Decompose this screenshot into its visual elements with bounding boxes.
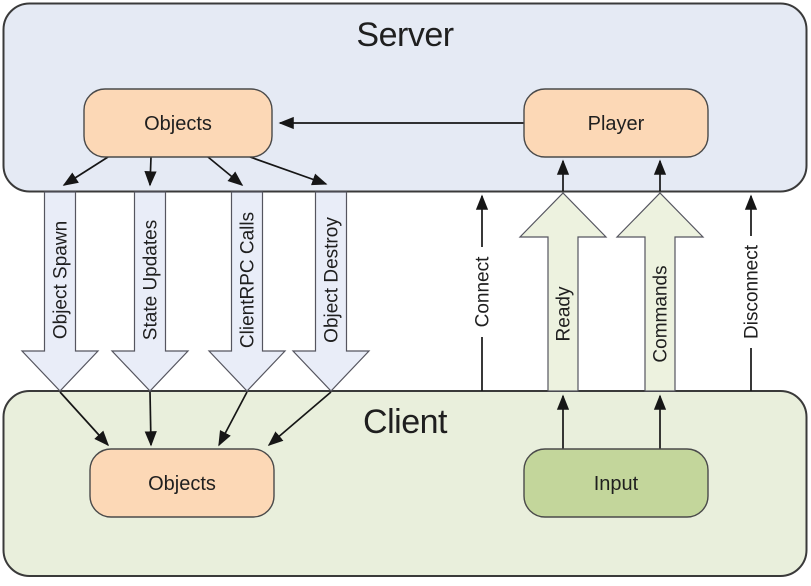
objects-fanout-line-2 — [144, 156, 157, 187]
label-disconnect: Disconnect — [742, 244, 763, 339]
objects-fanout-line-4 — [249, 156, 328, 186]
block-arrow-state-updates — [110, 191, 190, 392]
input-label: Input — [594, 473, 639, 495]
objects-fanout-line-1 — [62, 156, 109, 186]
server-objects-label: Objects — [144, 113, 212, 135]
label-connect: Connect — [473, 256, 494, 327]
objects-converge-line-1 — [59, 391, 110, 447]
label-state-updates: State Updates — [141, 220, 162, 340]
client-zone-title: Client — [363, 403, 448, 441]
objects-converge-line-4 — [267, 391, 332, 446]
label-clientrpc-calls: ClientRPC Calls — [238, 212, 259, 348]
block-arrow-clientrpc-calls — [207, 191, 287, 392]
player-node — [523, 88, 709, 158]
objects-fanout-line-3 — [207, 156, 244, 186]
disconnect-label-bg — [740, 236, 762, 348]
block-arrow-ready — [518, 192, 608, 392]
connect-label-bg — [471, 247, 493, 337]
label-ready: Ready — [554, 286, 575, 341]
server-objects-node — [83, 88, 273, 158]
block-arrow-object-spawn — [20, 191, 100, 392]
block-arrow-object-destroy — [291, 191, 371, 392]
label-object-destroy: Object Destroy — [322, 217, 343, 343]
label-commands: Commands — [651, 265, 672, 362]
objects-converge-line-3 — [218, 391, 248, 447]
client-objects-node — [89, 448, 275, 518]
client-zone — [2, 390, 808, 577]
block-arrow-commands — [615, 192, 705, 392]
input-node — [523, 448, 709, 518]
objects-converge-line-2 — [144, 391, 157, 447]
server-zone-title: Server — [356, 16, 453, 54]
client-objects-label: Objects — [148, 473, 216, 495]
label-object-spawn: Object Spawn — [51, 221, 72, 339]
player-label: Player — [588, 113, 645, 135]
